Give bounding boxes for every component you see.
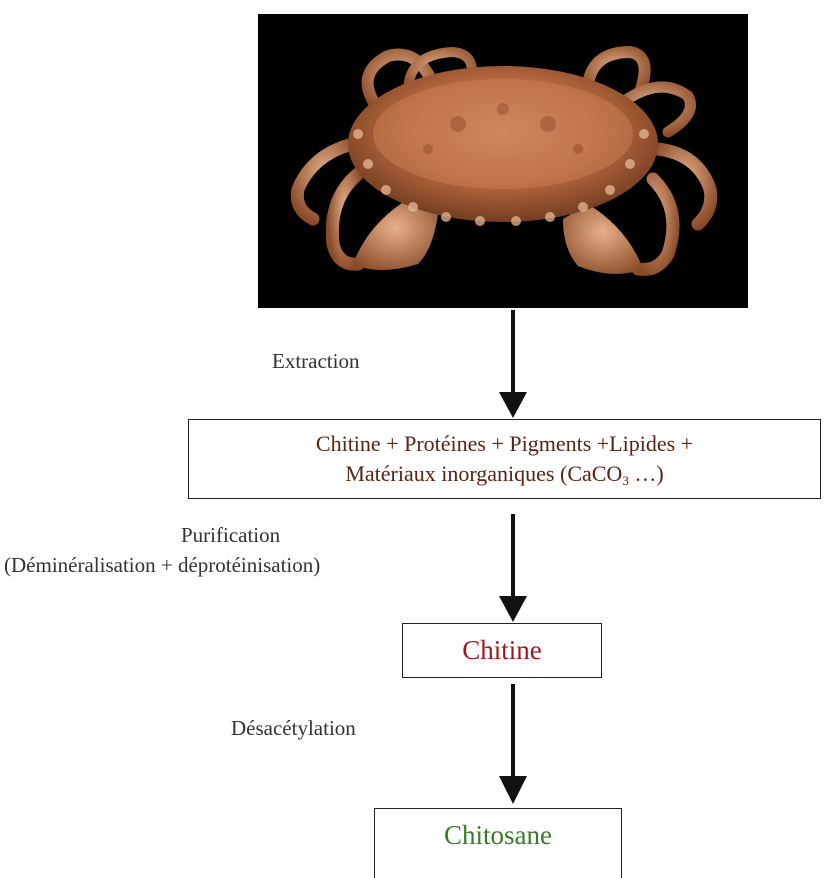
mix-line-2-end: …) <box>629 461 664 486</box>
box-chitosane: Chitosane <box>374 808 622 878</box>
down-arrow-icon <box>499 310 527 418</box>
mix-line-2-text: Matériaux inorganiques (CaCO <box>345 461 622 486</box>
mix-line-1: Chitine + Protéines + Pigments +Lipides … <box>189 429 820 459</box>
box-chitine: Chitine <box>402 623 602 678</box>
arrow-purification <box>499 514 527 622</box>
step-label-extraction: Extraction <box>272 349 359 374</box>
arrow-extraction <box>499 310 527 418</box>
step-label-purification: Purification <box>181 523 280 548</box>
arrow-deacetylation <box>499 684 527 804</box>
crab-illustration <box>258 14 748 308</box>
step-label-deacetylation: Désacétylation <box>231 716 356 741</box>
down-arrow-icon <box>499 684 527 804</box>
step-label-purification-detail: (Déminéralisation + déprotéinisation) <box>4 553 320 578</box>
down-arrow-icon <box>499 514 527 622</box>
crab-photo <box>258 14 748 308</box>
mix-line-2: Matériaux inorganiques (CaCO3 …) <box>189 459 820 496</box>
box-raw-mixture: Chitine + Protéines + Pigments +Lipides … <box>188 419 821 499</box>
